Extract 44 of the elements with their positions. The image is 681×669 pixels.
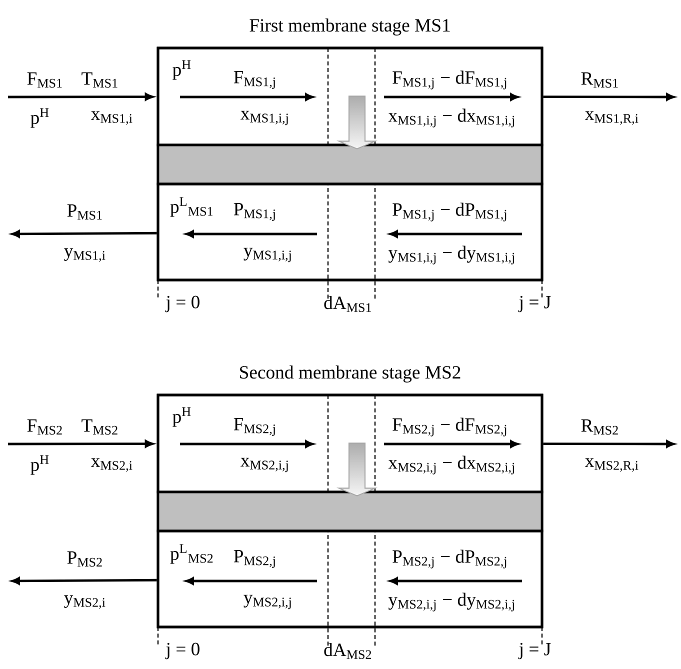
stream-label: R$_{MS2}$ [581, 419, 618, 435]
stream-label: y$_{MS1,i}$ [64, 248, 106, 262]
stream-label: x$_{MS1,i}$ [91, 111, 132, 125]
stream-label: j = J [518, 642, 551, 660]
block-arrow [336, 96, 378, 150]
membrane-band [156, 144, 544, 186]
stream-label: j = J [518, 296, 551, 312]
flow-label: p$^{L}$MS1 [170, 197, 213, 217]
flow-label: y$_{MS1,i,j}$ − dy$_{MS1,i,j}$ [388, 246, 514, 264]
flow-label: P$_{MS2,j}$ − dP$_{MS2,j}$ [392, 550, 506, 568]
stage-title: First membrane stage MS1 [250, 18, 450, 36]
flow-label: y$_{MS2,i,j}$ − dy$_{MS2,i,j}$ [388, 592, 514, 612]
stream-label: x$_{MS1,R,i}$ [585, 111, 638, 125]
stream-label: F$_{MS1}$ [27, 72, 62, 88]
block-arrow [336, 442, 378, 496]
flow-label: x$_{MS2,i,j}$ − dx$_{MS2,i,j}$ [388, 456, 514, 474]
flow-label: p$^{L}$MS2 [170, 544, 213, 564]
stream-label: T$_{MS2}$ [82, 419, 118, 435]
stream-label: y$_{MS2,i}$ [64, 595, 106, 609]
stream-label: P$_{MS2}$ [67, 551, 102, 567]
flow-label: F$_{MS2,j}$ [234, 418, 275, 436]
flow-label: x$_{MS2,i,j}$ [240, 458, 288, 472]
flow-label: p$^{H}$ [172, 407, 191, 427]
membrane-band [156, 490, 544, 532]
stream-label: T$_{MS1}$ [82, 72, 118, 88]
flow-label: P$_{MS2,j}$ [234, 550, 275, 568]
stream-label: x$_{MS2,i}$ [91, 458, 132, 472]
stream-label: P$_{MS1}$ [67, 204, 102, 220]
flow-label: F$_{MS1,j}$ [234, 71, 275, 89]
stream-label: x$_{MS2,R,i}$ [585, 458, 638, 472]
stream-label: p$^{H}$ [30, 455, 49, 475]
flow-label: p$^{H}$ [172, 60, 191, 80]
flow-label: P$_{MS1,j}$ [234, 203, 275, 221]
flow-label: F$_{MS2,j}$ − dF$_{MS2,j}$ [392, 418, 506, 436]
flow-label: y$_{MS2,i,j}$ [244, 594, 291, 610]
stream-label: p$^{H}$ [30, 108, 49, 128]
flow-label: x$_{MS1,i,j}$ [240, 110, 288, 126]
stream-label: F$_{MS2}$ [27, 419, 62, 435]
flow-label: P$_{MS1,j}$ − dP$_{MS1,j}$ [392, 202, 506, 222]
flow-label: y$_{MS1,i,j}$ [244, 248, 291, 262]
stream-label: R$_{MS1}$ [581, 72, 618, 88]
flow-label: F$_{MS1,j}$ − dF$_{MS1,j}$ [392, 70, 506, 90]
flow-label: x$_{MS1,i,j}$ − dx$_{MS1,i,j}$ [388, 108, 514, 128]
stage-title: Second membrane stage MS2 [240, 366, 460, 382]
